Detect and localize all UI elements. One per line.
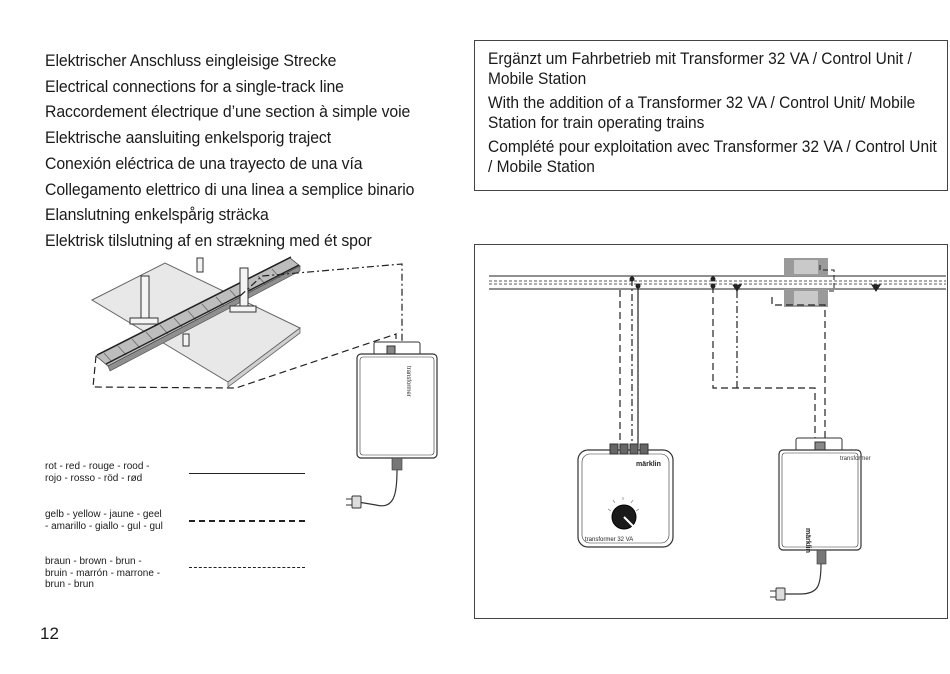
legend-dashed-line (189, 567, 305, 568)
legend-solid-line (189, 473, 305, 474)
transformer-small (346, 341, 438, 509)
control-unit (577, 443, 674, 548)
info-de: Ergänzt um Fahrbetrieb mit Transformer 3… (488, 50, 912, 88)
legend-brown-label: braun - brown - brun - bruin - marrón - … (45, 556, 161, 590)
heading-es: Conexión eléctrica de una trayecto de un… (45, 153, 363, 173)
page-number: 12 (40, 624, 59, 643)
info-fr: Complété pour exploitation avec Transfor… (488, 138, 937, 176)
legend-yellow-label: gelb - yellow - jaune - geel - amarillo … (45, 509, 163, 532)
transformer-right (770, 437, 862, 601)
heading-sv: Elanslutning enkelspårig sträcka (45, 205, 269, 225)
transformer-small-label: transformer (405, 366, 411, 397)
heading-nl: Elektrische aansluiting enkelsporig traj… (45, 128, 332, 148)
brand-logo: märklin (636, 461, 661, 468)
track-diagram (489, 258, 946, 448)
heading-en: Electrical connections for a single-trac… (45, 76, 344, 96)
legend-dash-dot-line (189, 520, 305, 522)
info-en: With the addition of a Transformer 32 VA… (488, 94, 916, 132)
heading-da: Elektrisk tilslutning af en strækning me… (45, 230, 372, 250)
heading-fr: Raccordement électrique d’une section à … (45, 102, 411, 122)
heading-de: Elektrischer Anschluss eingleisige Strec… (45, 51, 337, 70)
legend-red-label: rot - red - rouge - rood - rojo - rosso … (45, 461, 150, 484)
heading-list: Elektrischer Anschluss eingleisige Strec… (45, 48, 465, 254)
isometric-track-illustration (90, 256, 403, 389)
transformer-right-label: transformer (840, 456, 871, 462)
info-box: Ergänzt um Fahrbetrieb mit Transformer 3… (474, 40, 948, 191)
brand-logo-rotated: märklin (804, 528, 811, 553)
wiring-diagram-box (474, 244, 948, 619)
heading-it: Collegamento elettrico di una linea a se… (45, 179, 415, 199)
unit-caption: transformer 32 VA (585, 537, 633, 543)
